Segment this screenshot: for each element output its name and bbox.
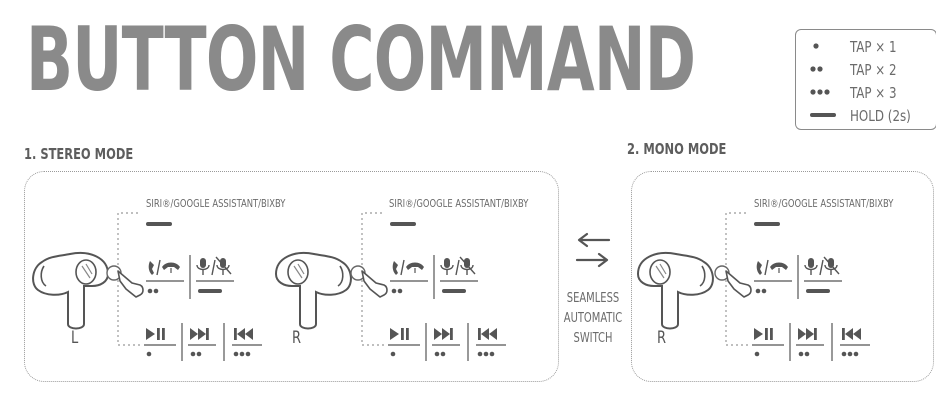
mic-icon <box>804 256 842 293</box>
mic-icon <box>196 256 234 293</box>
next-track-icon <box>432 328 460 357</box>
previous-track-icon <box>840 328 870 357</box>
legend-label: TAP × 3 <box>850 84 897 102</box>
right-earbud-label: R <box>292 328 302 348</box>
call-icon <box>146 259 184 294</box>
play-pause-icon <box>752 328 784 357</box>
voice-assistant-label-right: SIRI®/GOOGLE ASSISTANT/BIXBY <box>389 197 529 210</box>
play-pause-icon <box>388 328 420 357</box>
page-title: BUTTON COMMAND <box>26 8 696 111</box>
legend-label: TAP × 2 <box>850 61 897 79</box>
seamless-switch-text: SEAMLESS AUTOMATIC SWITCH <box>548 289 638 349</box>
tap-twice-icon <box>810 66 823 72</box>
legend-tap-1: TAP × 1 <box>796 35 936 57</box>
mono-mode-box <box>631 171 934 382</box>
mono-mode-title: 2. MONO MODE <box>627 140 727 158</box>
switch-line-3: SWITCH <box>573 331 613 346</box>
switch-line-1: SEAMLESS <box>566 291 620 306</box>
tap-once-icon <box>813 43 819 49</box>
command-diagram-right <box>350 212 506 361</box>
switch-line-2: AUTOMATIC <box>563 311 623 326</box>
left-earbud-icon <box>32 252 110 330</box>
swap-arrows-icon <box>575 232 611 268</box>
legend-tap-2: TAP × 2 <box>796 58 936 80</box>
legend-label: TAP × 1 <box>850 38 897 56</box>
mic-icon <box>440 256 478 293</box>
tap-three-times-icon <box>810 89 830 95</box>
legend-box: TAP × 1 TAP × 2 TAP × 3 HOLD (2s) <box>795 29 936 130</box>
previous-track-icon <box>476 328 506 357</box>
hold-icon <box>810 113 836 117</box>
left-earbud-label: L <box>71 328 79 348</box>
command-diagram-left <box>106 212 262 361</box>
command-diagram-mono <box>714 212 870 361</box>
next-track-icon <box>796 328 824 357</box>
next-track-icon <box>188 328 216 357</box>
mono-earbud-label: R <box>657 328 667 348</box>
stereo-mode-box <box>24 171 559 382</box>
call-icon <box>754 259 792 294</box>
mono-earbud-icon <box>636 252 714 330</box>
voice-assistant-label-mono: SIRI®/GOOGLE ASSISTANT/BIXBY <box>754 197 894 210</box>
legend-label: HOLD (2s) <box>850 107 911 125</box>
call-icon <box>390 259 428 294</box>
legend-hold: HOLD (2s) <box>796 104 936 126</box>
previous-track-icon <box>232 328 262 357</box>
play-pause-icon <box>144 328 176 357</box>
stereo-mode-title: 1. STEREO MODE <box>24 145 134 163</box>
voice-assistant-label-left: SIRI®/GOOGLE ASSISTANT/BIXBY <box>146 197 286 210</box>
legend-tap-3: TAP × 3 <box>796 81 936 103</box>
right-earbud-icon <box>274 252 352 330</box>
